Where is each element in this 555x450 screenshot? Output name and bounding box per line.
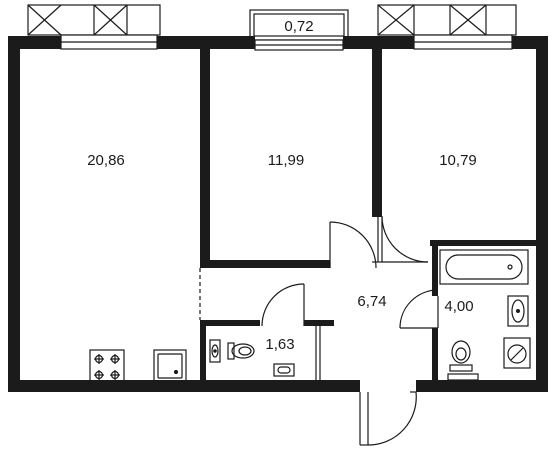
balcony-area: 0,72 bbox=[284, 18, 313, 35]
partitions bbox=[199, 217, 439, 380]
window-left bbox=[27, 4, 161, 50]
washing-machine-icon bbox=[503, 337, 531, 369]
bathroom-shelf-icon bbox=[447, 373, 479, 381]
doors bbox=[261, 215, 439, 446]
toilet-sink-icon bbox=[209, 339, 221, 363]
stove-icon bbox=[89, 349, 125, 385]
room-area-bedroom-middle: 11,99 bbox=[268, 152, 304, 169]
room-area-hallway: 6,74 bbox=[357, 293, 386, 310]
bathroom-toilet-icon bbox=[449, 340, 473, 372]
toilet-floor-drain-icon bbox=[273, 363, 295, 377]
room-area-toilet: 1,63 bbox=[265, 336, 294, 353]
room-area-bathroom: 4,00 bbox=[444, 298, 473, 315]
toilet-icon bbox=[227, 342, 255, 360]
walls bbox=[8, 36, 548, 392]
room-labels: 20,86 11,99 10,79 6,74 4,00 1,63 0,72 bbox=[87, 18, 477, 353]
room-area-living: 20,86 bbox=[87, 152, 125, 169]
bathtub-icon bbox=[439, 249, 529, 285]
room-area-bedroom-right: 10,79 bbox=[439, 152, 477, 169]
window-right bbox=[377, 4, 517, 50]
bathroom-sink-icon bbox=[507, 295, 529, 327]
kitchen-sink-icon bbox=[153, 349, 187, 383]
